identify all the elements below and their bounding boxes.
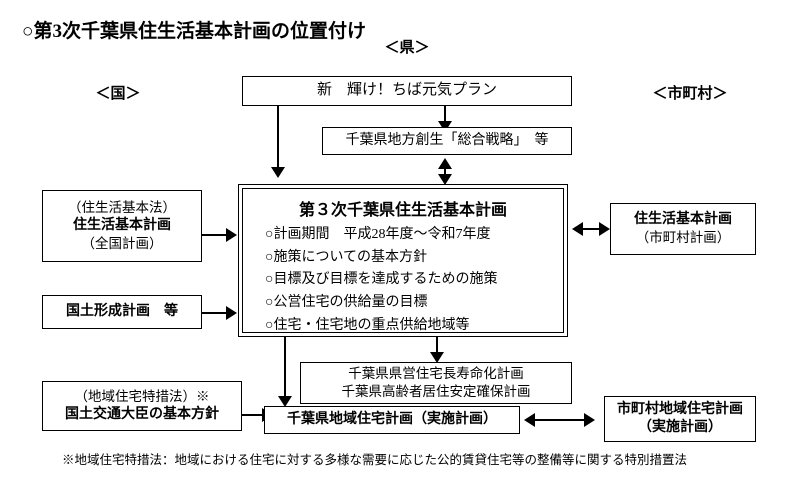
connector-national-plan-line [202, 234, 228, 237]
connector-main-to-regional-line [284, 337, 287, 399]
connector-main-to-subplans-line [436, 337, 439, 355]
main-plan-item: ○計画期間 平成28年度～令和7年度 [265, 227, 491, 242]
box-municipal-regional-housing-plan-line2: （実施計画） [638, 420, 722, 435]
box-prefectural-sub-plans-line1: 千葉県県営住宅長寿命化計画 [348, 366, 524, 382]
arrowhead-right-national-plan [226, 228, 237, 242]
arrowhead-left-regional-plans [524, 413, 535, 427]
connector-genki-to-main-line [277, 106, 280, 168]
box-kokudo-keisei[interactable]: 国土形成計画 等 [42, 295, 202, 329]
arrowhead-right-main-municipal [599, 222, 610, 236]
box-main-plan[interactable]: 第３次千葉県住生活基本計画 ○計画期間 平成28年度～令和7年度 ○施策について… [238, 184, 568, 337]
arrowhead-right-regional-plans [584, 413, 595, 427]
main-plan-item: ○目標及び目標を達成するための施策 [265, 272, 498, 288]
arrowhead-down-main-to-subplans [430, 352, 444, 363]
group-label-prefecture: ＜県＞ [384, 40, 430, 56]
box-prefectural-sub-plans-line2: 千葉県高齢者居住安定確保計画 [341, 384, 531, 399]
arrowhead-down-main-to-regional [278, 396, 292, 407]
box-chiba-regional-housing-plan[interactable]: 千葉県地域住宅計画（実施計画） [264, 406, 520, 434]
box-mlit-policy[interactable]: （地域住宅特措法）※ 国土交通大臣の基本方針 [42, 381, 242, 431]
main-plan-item: ○施策についての基本方針 [265, 249, 428, 265]
connector-genki-to-sogo-line [444, 106, 447, 122]
box-chiba-genki-plan-line1: 新 輝け！ちば元気プラン [316, 82, 497, 99]
group-label-municipality: ＜市町村＞ [652, 86, 728, 102]
connector-kokudo-line [202, 312, 228, 315]
arrowhead-right-kokudo [226, 306, 237, 320]
box-municipal-regional-housing-plan-line1: 市町村地域住宅計画 [617, 401, 743, 417]
box-municipal-basic-plan[interactable]: 住生活基本計画 （市町村計画） [610, 203, 756, 255]
box-main-plan-list: ○計画期間 平成28年度～令和7年度 ○施策についての基本方針 ○目標及び目標を… [243, 224, 563, 337]
box-municipal-basic-plan-line1: 住生活基本計画 [634, 211, 732, 227]
connector-main-municipal-line [581, 228, 601, 231]
arrowhead-down-genki-to-sogo [438, 121, 452, 132]
box-municipal-basic-plan-line2: （市町村計画） [635, 230, 731, 246]
footnote-text: ※地域住宅特措法：地域における住宅に対する多様な需要に応じた公的賃貸住宅等の整備… [62, 453, 688, 467]
box-mlit-policy-line2: 国土交通大臣の基本方針 [65, 406, 219, 422]
box-national-basic-plan-line3: （全国計画） [81, 236, 163, 252]
box-chiba-regional-housing-plan-line1: 千葉県地域住宅計画（実施計画） [287, 411, 497, 427]
main-plan-item: ○公営住宅の供給量の目標 [265, 295, 428, 311]
box-chiba-genki-plan[interactable]: 新 輝け！ちば元気プラン [242, 76, 572, 106]
box-mlit-policy-line1: （地域住宅特措法）※ [74, 388, 210, 404]
page-title: ○第3次千葉県住生活基本計画の位置付け [22, 21, 366, 42]
box-main-plan-inner: 第３次千葉県住生活基本計画 ○計画期間 平成28年度～令和7年度 ○施策について… [242, 188, 564, 333]
connector-mlit-line [242, 414, 264, 417]
connector-regional-plans-line [533, 419, 586, 422]
box-national-basic-plan[interactable]: （住生活基本法） 住生活基本計画 （全国計画） [42, 190, 202, 262]
arrowhead-up-sogo-to-main [438, 158, 452, 169]
arrowhead-down-genki-to-main [271, 167, 285, 178]
box-municipal-regional-housing-plan[interactable]: 市町村地域住宅計画 （実施計画） [604, 396, 756, 442]
arrowhead-left-main-municipal [572, 222, 583, 236]
group-label-national: ＜国＞ [95, 86, 141, 102]
box-national-basic-plan-line1: （住生活基本法） [68, 199, 176, 215]
box-main-plan-title: 第３次千葉県住生活基本計画 [298, 202, 507, 219]
box-sogo-senryaku[interactable]: 千葉県地方創生「総合戦略」 等 [322, 127, 572, 155]
box-prefectural-sub-plans[interactable]: 千葉県県営住宅長寿命化計画 千葉県高齢者居住安定確保計画 [300, 362, 572, 404]
box-kokudo-keisei-line1: 国土形成計画 等 [66, 303, 178, 319]
arrowhead-down-sogo-to-main [438, 174, 452, 185]
box-national-basic-plan-line2: 住生活基本計画 [73, 217, 171, 233]
main-plan-item: ○住宅・住宅地の重点供給地域等 [265, 317, 470, 333]
box-sogo-senryaku-line1: 千葉県地方創生「総合戦略」 等 [345, 132, 549, 148]
connector-sogo-main-line [444, 168, 447, 176]
